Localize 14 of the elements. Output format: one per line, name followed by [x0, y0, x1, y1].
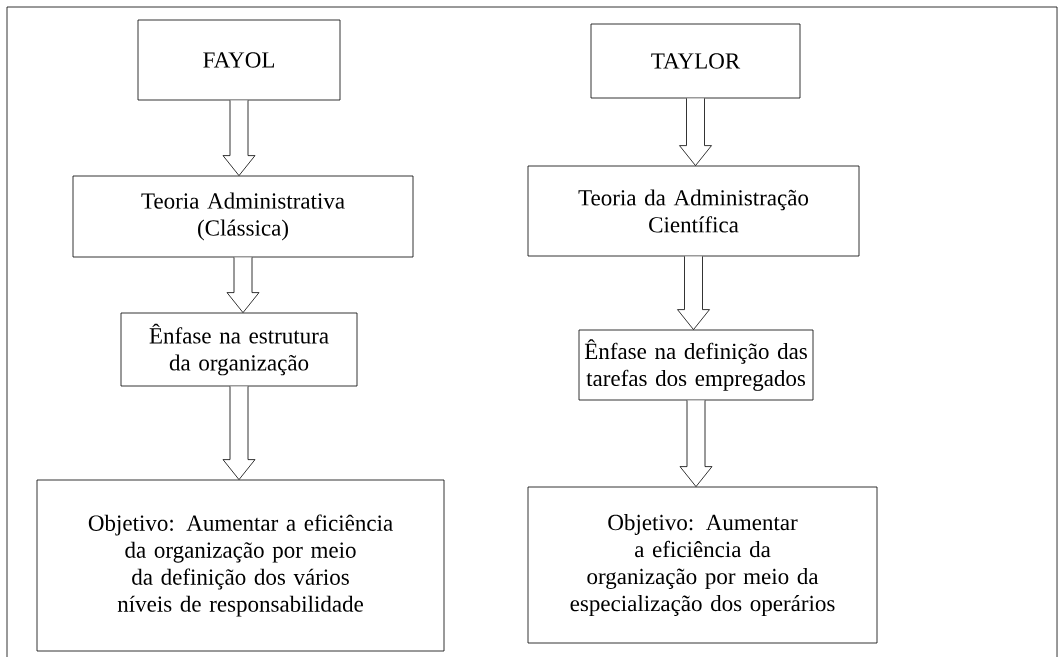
process-box: Objetivo: Aumentar a eficiência da organização por meio da especialização dos operários: [527, 486, 878, 644]
process-box: Teoria Administrativa (Clássica): [72, 175, 414, 258]
process-box: Ênfase na definição das tarefas dos empregados: [578, 329, 814, 401]
process-box: FAYOL: [137, 19, 341, 101]
block-arrow: [679, 400, 713, 487]
process-box: TAYLOR: [590, 23, 801, 99]
block-arrow: [222, 100, 256, 176]
block-arrow: [679, 98, 712, 166]
process-box: Teoria da Administração Científica: [527, 165, 860, 257]
block-arrow: [226, 257, 260, 313]
process-box: Objetivo: Aumentar a eficiência da organização por meio da definição dos vários níveis de responsabilidade: [36, 479, 445, 652]
block-arrow: [677, 256, 710, 330]
block-arrow: [222, 386, 256, 480]
process-box: Ênfase na estrutura da organização: [120, 312, 358, 387]
